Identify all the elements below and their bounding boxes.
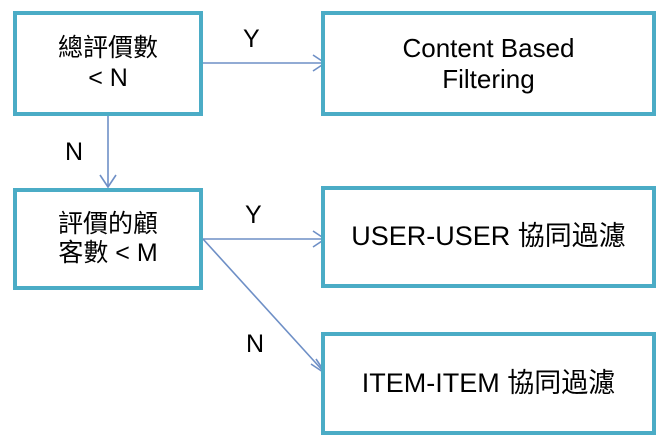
node-customer-count[interactable]: 評價的顧 客數 < M — [13, 188, 203, 290]
edge-label-total-reviews-yes: Y — [243, 25, 260, 53]
edge-customer-count-no — [202, 238, 327, 375]
edge-label-customer-count-no: N — [246, 330, 265, 358]
edge-total-reviews-no — [99, 116, 117, 189]
node-user-user-collaborative-filtering[interactable]: USER-USER 協同過濾 — [321, 186, 656, 288]
edge-label-customer-count-yes: Y — [245, 201, 262, 229]
edge-customer-count-yes — [203, 230, 327, 248]
edge-label-total-reviews-no: N — [65, 138, 84, 166]
node-total-reviews[interactable]: 總評價數 < N — [13, 11, 203, 116]
node-content-based-filtering[interactable]: Content Based Filtering — [321, 11, 656, 116]
node-item-item-collaborative-filtering[interactable]: ITEM-ITEM 協同過濾 — [321, 332, 656, 435]
edge-total-reviews-yes — [203, 54, 327, 72]
